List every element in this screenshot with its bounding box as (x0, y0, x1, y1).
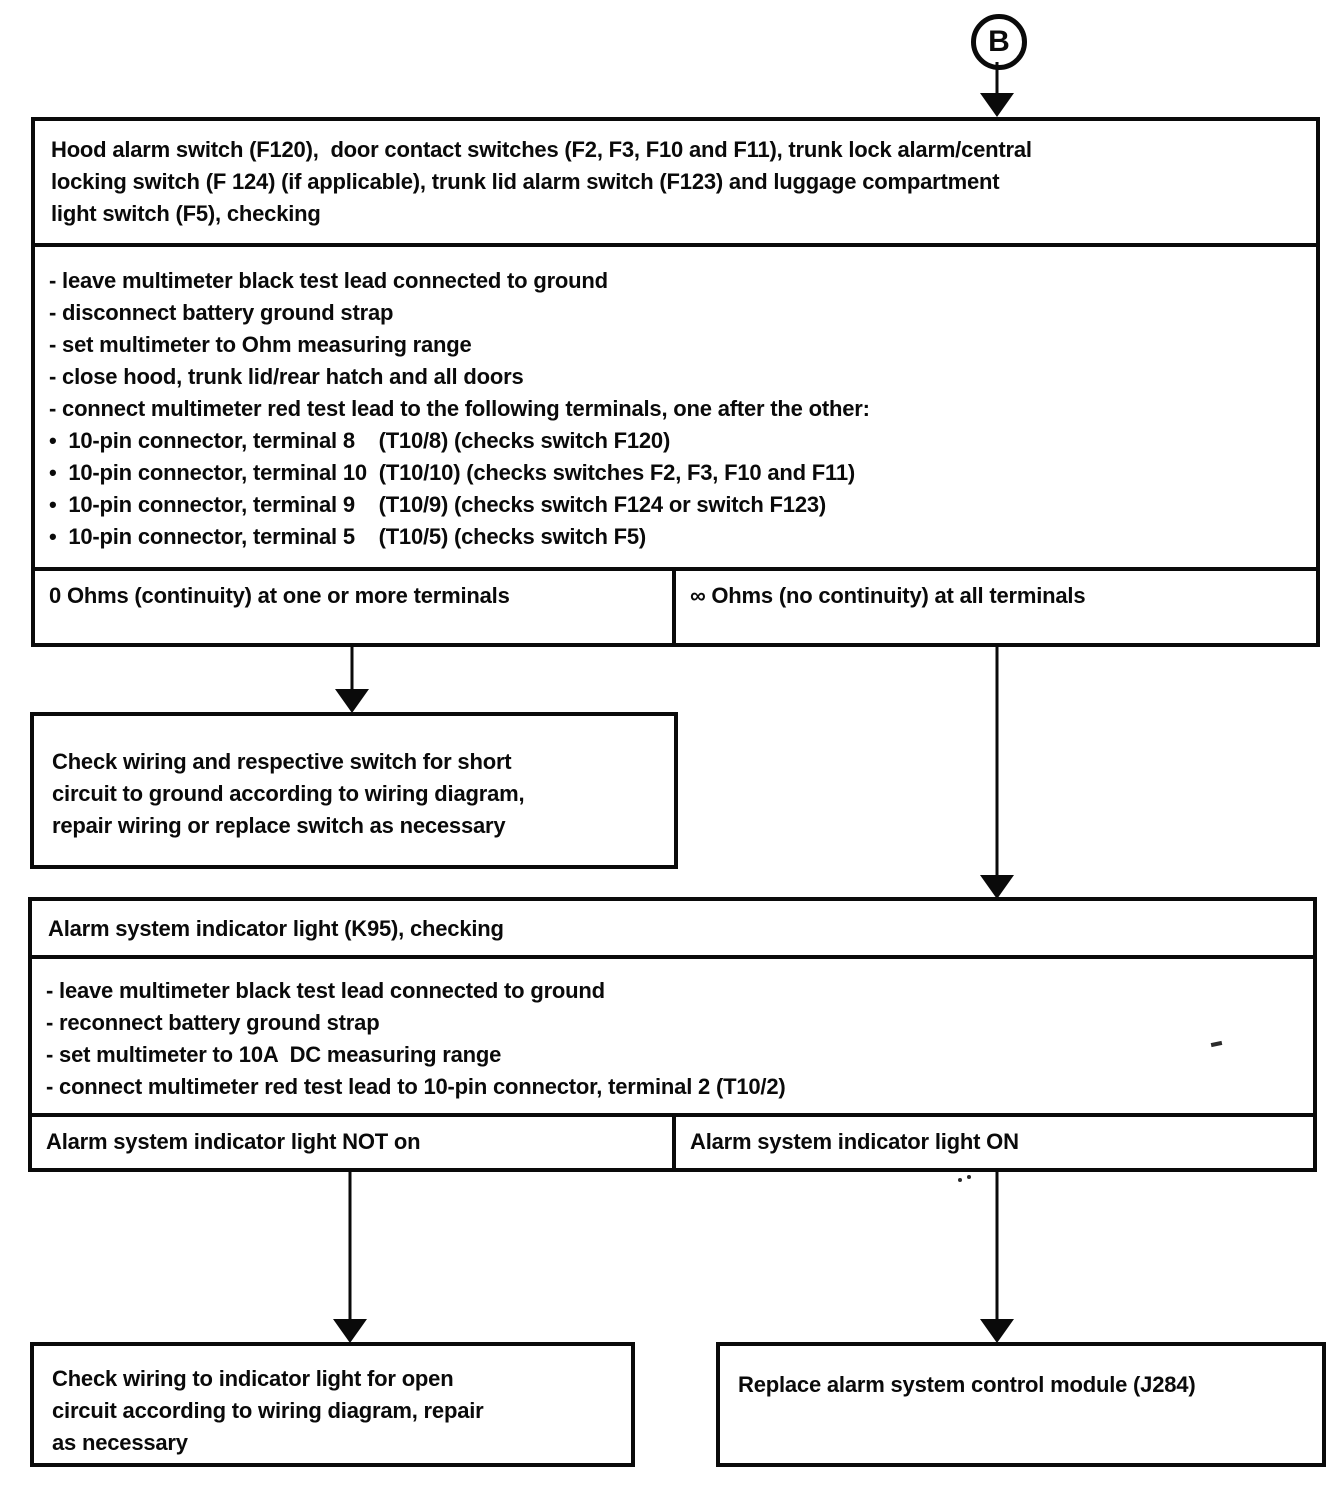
text-line: - set multimeter to 10A DC measuring ran… (46, 1042, 502, 1067)
text-line: - leave multimeter black test lead conne… (49, 268, 608, 293)
text-line: Check wiring to indicator light for open (52, 1366, 454, 1391)
action-replace-module-box: Replace alarm system control module (J28… (716, 1342, 1326, 1467)
arrow-head-icon (333, 1319, 367, 1343)
action-check-open-circuit-text: Check wiring to indicator light for open… (52, 1363, 627, 1459)
text-line: - connect multimeter red test lead to th… (49, 396, 870, 421)
step2-dash-steps: - leave multimeter black test lead conne… (46, 975, 1299, 1103)
step2-title: Alarm system indicator light (K95), chec… (32, 901, 1313, 959)
connector-b-label: B (988, 25, 1010, 58)
text-line: Check wiring and respective switch for s… (52, 749, 512, 774)
arrow-shaft (995, 647, 999, 879)
step1-title: Hood alarm switch (F120), door contact s… (35, 121, 1316, 247)
step2-procedure: - leave multimeter black test lead conne… (32, 959, 1313, 1113)
step2-outcomes-row: Alarm system indicator light NOT on Alar… (32, 1113, 1313, 1168)
text-line: circuit according to wiring diagram, rep… (52, 1398, 484, 1423)
text-line: - connect multimeter red test lead to 10… (46, 1074, 786, 1099)
step1-box: Hood alarm switch (F120), door contact s… (31, 117, 1320, 647)
text-line: - set multimeter to Ohm measuring range (49, 332, 472, 357)
text-line: as necessary (52, 1430, 188, 1455)
step2-outcome-light-on: Alarm system indicator light ON (690, 1129, 1019, 1154)
step2-box: Alarm system indicator light (K95), chec… (28, 897, 1317, 1172)
text-line: • 10-pin connector, terminal 10 (T10/10)… (49, 460, 855, 485)
step1-dash-steps: - leave multimeter black test lead conne… (49, 265, 1302, 425)
arrow-shaft (348, 1172, 352, 1323)
step1-outcomes-row: 0 Ohms (continuity) at one or more termi… (35, 567, 1316, 643)
arrow-head-icon (980, 93, 1014, 117)
text-line: locking switch (F 124) (if applicable), … (51, 169, 1000, 194)
arrow-down-icon (977, 647, 1017, 899)
action-check-open-circuit-box: Check wiring to indicator light for open… (30, 1342, 635, 1467)
arrow-shaft (995, 62, 999, 97)
arrow-down-icon (330, 1172, 370, 1343)
text-line: Hood alarm switch (F120), door contact s… (51, 137, 1032, 162)
connector-b: B (971, 14, 1027, 70)
text-line: - reconnect battery ground strap (46, 1010, 380, 1035)
arrow-down-icon (977, 1172, 1017, 1343)
text-line: - close hood, trunk lid/rear hatch and a… (49, 364, 524, 389)
arrow-head-icon (335, 689, 369, 713)
arrow-shaft (350, 647, 354, 693)
arrow-shaft (995, 1172, 999, 1323)
text-line: • 10-pin connector, terminal 5 (T10/5) (… (49, 524, 647, 549)
text-line: - disconnect battery ground strap (49, 300, 394, 325)
text-line: Alarm system indicator light (K95), chec… (48, 916, 504, 941)
action-replace-module-text: Replace alarm system control module (J28… (738, 1372, 1196, 1397)
step1-outcome-continuity: 0 Ohms (continuity) at one or more termi… (35, 571, 676, 643)
arrow-head-icon (980, 875, 1014, 899)
arrow-down-icon (332, 647, 372, 713)
text-line: circuit to ground according to wiring di… (52, 781, 525, 806)
text-line: • 10-pin connector, terminal 9 (T10/9) (… (49, 492, 827, 517)
step1-procedure: - leave multimeter black test lead conne… (35, 247, 1316, 567)
text-line: - leave multimeter black test lead conne… (46, 978, 605, 1003)
step1-outcome-no-continuity: ∞ Ohms (no continuity) at all terminals (690, 583, 1086, 608)
step1-terminal-bullets: • 10-pin connector, terminal 8 (T10/8) (… (49, 425, 1302, 553)
action-check-short-circuit-box: Check wiring and respective switch for s… (30, 712, 678, 869)
arrow-head-icon (980, 1319, 1014, 1343)
scan-artifact (958, 1178, 962, 1182)
text-line: • 10-pin connector, terminal 8 (T10/8) (… (49, 428, 671, 453)
action-check-short-circuit-text: Check wiring and respective switch for s… (52, 746, 670, 842)
step2-outcome-light-not-on: Alarm system indicator light NOT on (32, 1117, 676, 1168)
text-line: repair wiring or replace switch as neces… (52, 813, 506, 838)
arrow-down-icon (977, 62, 1017, 117)
text-line: light switch (F5), checking (51, 201, 321, 226)
